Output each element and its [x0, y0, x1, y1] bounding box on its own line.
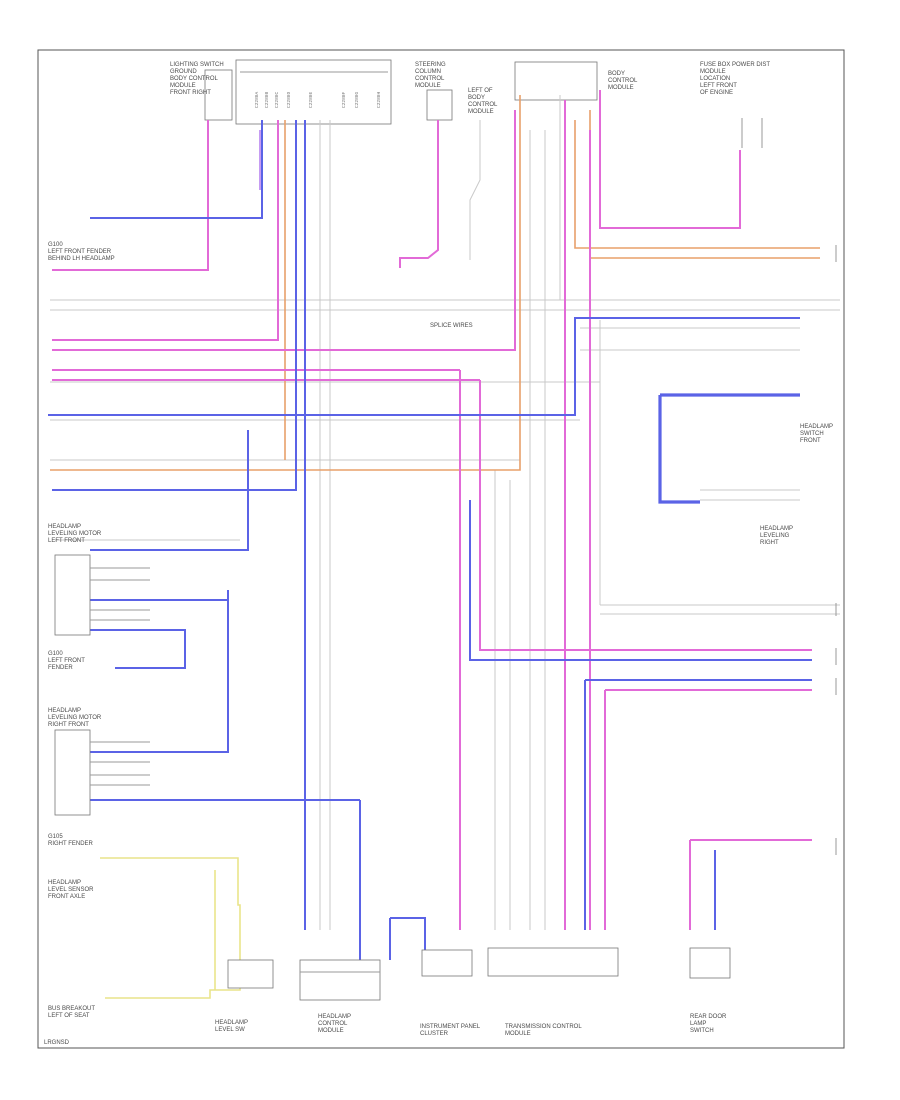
- orange-wires: [50, 95, 820, 471]
- right-upper-connector: [741, 118, 763, 148]
- svg-text:C2280E: C2280E: [308, 91, 314, 108]
- label-note: SPLICE WIRES: [430, 323, 473, 329]
- svg-text:C2280C: C2280C: [274, 91, 280, 108]
- svg-text:C2280H: C2280H: [376, 91, 382, 108]
- blue-wires: [48, 120, 812, 960]
- bottom-connectors: [227, 947, 731, 1001]
- gray-wires: [50, 95, 840, 930]
- top-connector-group: [204, 59, 598, 125]
- connector-steering-column: [426, 89, 453, 121]
- level-sw-connector: [227, 959, 274, 989]
- svg-text:C2280F: C2280F: [341, 91, 347, 108]
- left-connector-stacks: [54, 554, 150, 816]
- svg-text:C2280G: C2280G: [354, 91, 360, 108]
- yellow-wires: [100, 857, 241, 999]
- headlamp-control-module-box: [299, 959, 381, 1001]
- diagram-border: [37, 49, 845, 1049]
- connector-body-control-module: [204, 69, 233, 121]
- pink-wires: [52, 90, 812, 930]
- top-pin-labels: C2280A C2280B C2280C C2280D C2280E C2280…: [254, 91, 382, 108]
- svg-text:C2280D: C2280D: [286, 91, 292, 108]
- corner-label: LRGNSD: [44, 1040, 70, 1046]
- instrument-cluster-connector: [421, 949, 473, 977]
- connector-main-block: [235, 59, 392, 125]
- left-connector-a: [54, 554, 91, 636]
- rear-door-switch-connector: [689, 947, 731, 979]
- svg-text:C2280B: C2280B: [264, 91, 270, 108]
- tcm-connector: [487, 947, 619, 977]
- connector-fuse-box: [514, 61, 598, 101]
- svg-text:C2280A: C2280A: [254, 91, 260, 108]
- left-connector-b: [54, 729, 91, 816]
